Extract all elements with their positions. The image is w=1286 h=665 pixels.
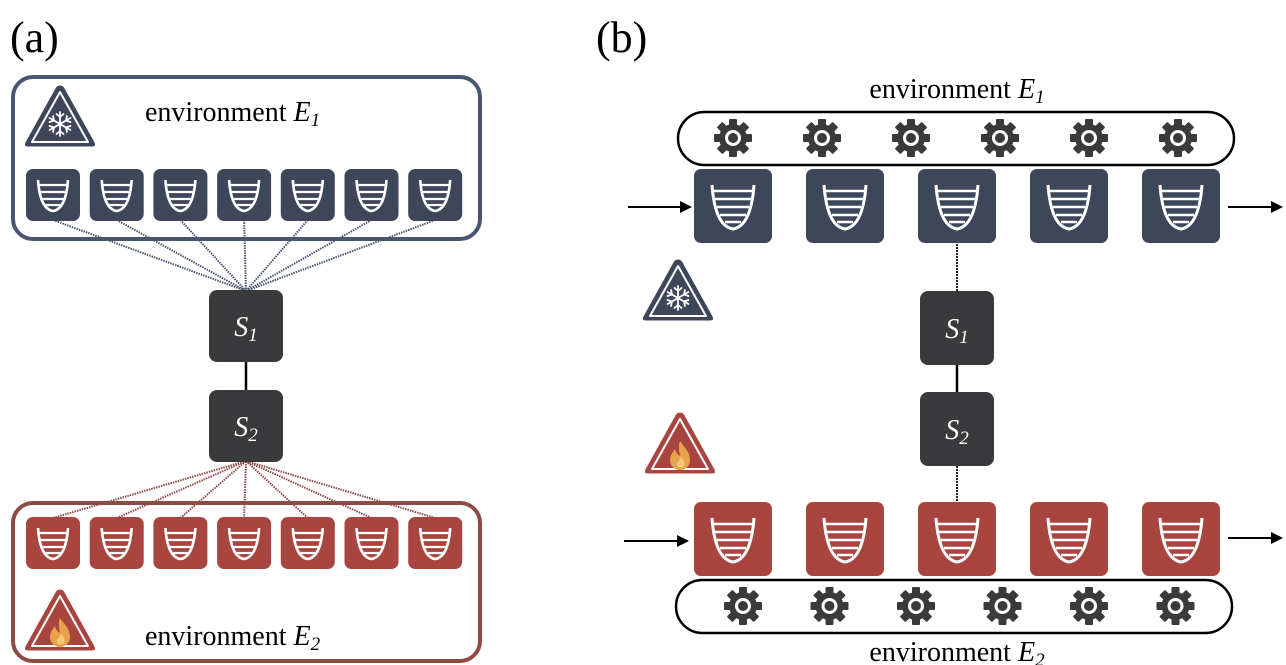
environment-e2-box — [11, 501, 482, 663]
oscillator-e2 — [217, 517, 272, 569]
oscillator-e1 — [89, 169, 144, 221]
system-s2-label-b: S2 — [945, 415, 969, 449]
environment-e2-label-b: environment E2 — [869, 637, 1045, 665]
flame-warning-icon — [22, 586, 98, 654]
conveyor-belt-e1 — [676, 110, 1236, 167]
environment-e1-label-b: environment E1 — [869, 74, 1044, 108]
system-s1-label-b: S1 — [945, 314, 969, 348]
oscillator-row-e2 — [806, 502, 884, 576]
couplings-top — [52, 219, 436, 292]
output-arrow-bottom — [1228, 532, 1283, 544]
oscillators-e1 — [26, 169, 463, 221]
panel-b-label: (b) — [596, 13, 647, 62]
snowflake-warning-icon — [22, 82, 98, 150]
system-s1 — [209, 290, 283, 362]
oscillator-row-e1 — [806, 169, 884, 243]
couplings-bottom — [52, 460, 436, 519]
system-s2-b — [920, 392, 994, 466]
flame-warning-icon-b — [642, 409, 718, 477]
oscillator-e2 — [89, 517, 144, 569]
panel-b: (b) environment E1 S1 S2 — [596, 13, 1283, 665]
oscillator-e2 — [153, 517, 208, 569]
panel-a-label: (a) — [10, 13, 59, 62]
oscillator-e1 — [344, 169, 399, 221]
snowflake-warning-icon-b — [640, 256, 716, 324]
oscillator-e1 — [26, 169, 80, 221]
system-s2-label: S2 — [234, 412, 258, 446]
oscillator-e2 — [408, 517, 463, 569]
system-s1-label: S1 — [234, 312, 258, 346]
system-s1-b — [920, 291, 994, 365]
panel-a: (a) environment E1 S1 S2 environment E2 — [10, 13, 482, 663]
oscillator-row-e2 — [694, 502, 772, 576]
oscillators-row-e2 — [694, 502, 1220, 576]
oscillator-row-e1 — [918, 169, 996, 243]
oscillator-row-e2 — [1142, 502, 1220, 576]
oscillator-e2 — [26, 517, 80, 569]
input-arrow-bottom — [624, 535, 689, 547]
oscillator-e1 — [217, 169, 272, 221]
input-arrow-top — [628, 201, 692, 213]
oscillators-row-e1 — [694, 169, 1220, 243]
oscillator-e2 — [280, 517, 335, 569]
oscillator-row-e2 — [918, 502, 996, 576]
oscillator-row-e1 — [1142, 169, 1220, 243]
oscillator-e1 — [280, 169, 335, 221]
environment-e1-box — [11, 75, 482, 241]
output-arrow-top — [1228, 201, 1283, 213]
oscillators-e2 — [26, 517, 463, 569]
environment-e2-label: environment E2 — [145, 621, 321, 655]
environment-e1-label: environment E1 — [145, 97, 320, 131]
oscillator-e2 — [344, 517, 399, 569]
oscillator-row-e1 — [694, 169, 772, 243]
oscillator-row-e1 — [1030, 169, 1108, 243]
oscillator-e1 — [153, 169, 208, 221]
oscillator-row-e2 — [1030, 502, 1108, 576]
system-s2 — [209, 390, 283, 462]
oscillator-e1 — [408, 169, 463, 221]
